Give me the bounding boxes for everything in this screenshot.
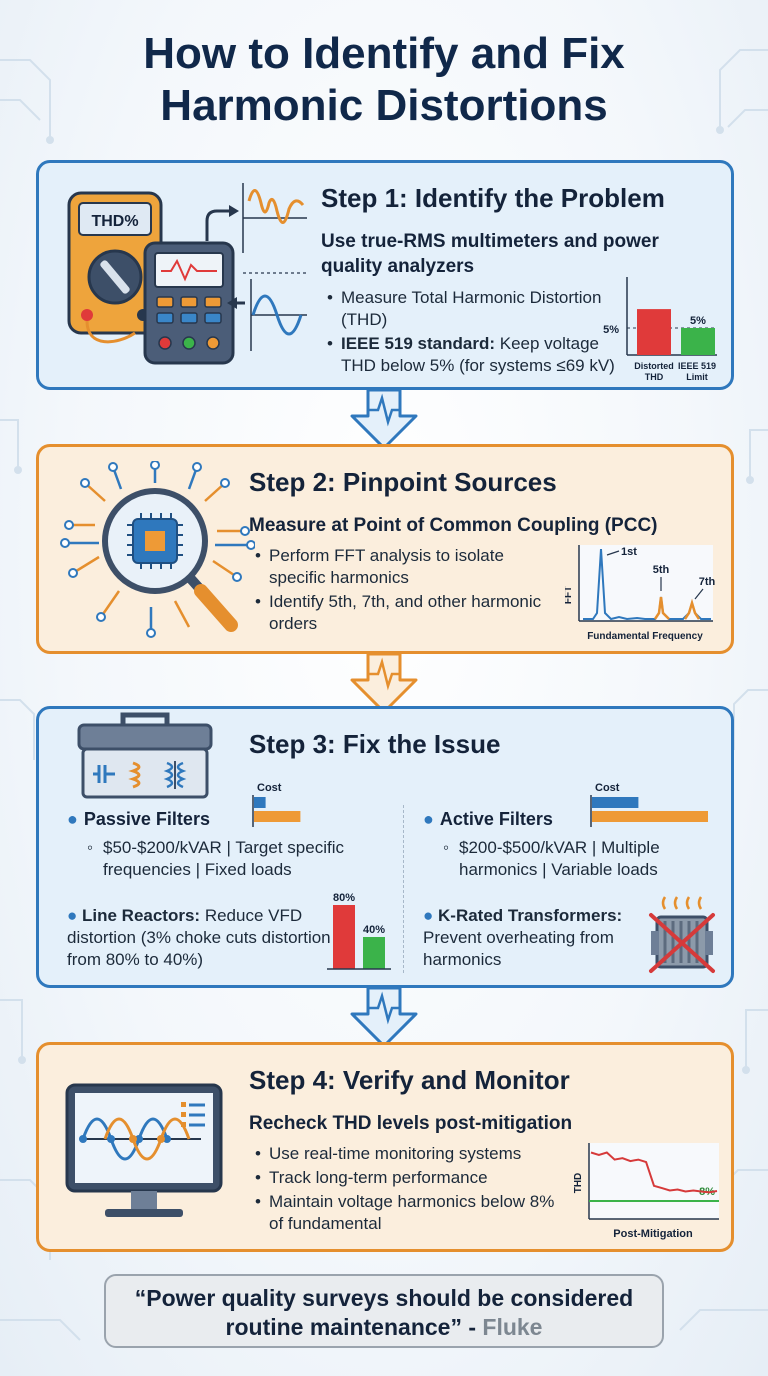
active-cost-chart: Cost — [590, 782, 708, 827]
step-2-bullet-2: Identify 5th, 7th, and other harmonic or… — [255, 591, 555, 635]
passive-filters-text: Passive Filters — [83, 809, 210, 829]
vfd-bar-1 — [333, 905, 355, 969]
step-2-bullet-1: Perform FFT analysis to isolate specific… — [255, 545, 555, 589]
page-title: How to Identify and Fix Harmonic Distort… — [0, 28, 768, 132]
reactor-detail: Reduce VFD distortion (3% choke cuts dis… — [67, 906, 331, 969]
ieee-detail: Keep voltage THD below 5% (for systems ≤… — [341, 334, 615, 375]
thd-bar-2 — [681, 328, 715, 355]
step-connector-arrow-3 — [350, 986, 418, 1048]
passive-cost-chart: Cost — [252, 782, 301, 827]
thd-bar-value-2: 5% — [690, 315, 706, 327]
fft-x-label: Fundamental Frequency — [587, 631, 703, 642]
passive-cost-bar-2 — [254, 811, 301, 822]
fft-peak-7: 7th — [699, 576, 715, 588]
fft-y-label: FFT — [565, 586, 574, 604]
post-x-label: Post-Mitigation — [613, 1228, 693, 1240]
title-line-1: How to Identify and Fix — [143, 29, 625, 78]
active-filters-detail: $200-$500/kVAR | Multiple harmonics | Va… — [443, 837, 733, 881]
step-1-bullet-1: Measure Total Harmonic Distortion (THD) — [327, 287, 617, 331]
step-4-bullet-3: Maintain voltage harmonics below 8% of f… — [255, 1191, 565, 1235]
vfd-bar-value-2: 40% — [363, 924, 385, 936]
step-connector-arrow-2 — [350, 652, 418, 714]
krated-detail: Prevent overheating from harmonics — [423, 928, 614, 969]
active-cost-title: Cost — [595, 782, 620, 794]
step-1-subhead: Use true-RMS multimeters and power quali… — [321, 231, 659, 277]
krated-label: K-Rated Transformers: — [438, 906, 623, 925]
quote-dash: - — [461, 1314, 483, 1340]
vfd-reduction-chart: 80% 40% — [327, 892, 391, 970]
magnifier-chip-icon — [60, 461, 255, 638]
meter-thd-label: THD% — [91, 213, 138, 230]
step-3-title: Step 3: Fix the Issue — [249, 729, 501, 759]
transformer-crossed-icon — [649, 896, 715, 973]
active-bullet-icon: ● — [423, 809, 434, 829]
active-cost-bar-2 — [592, 811, 708, 822]
step-1-title: Step 1: Identify the Problem — [321, 183, 665, 213]
post-y-label: THD — [573, 1173, 584, 1194]
meter-analyzer-icon: THD% — [67, 183, 307, 365]
reactor-label: Line Reactors: — [82, 906, 201, 925]
toolbox-icon — [77, 712, 213, 799]
fft-chart: FFT 1st 5th 7th Fundamental Frequency — [565, 545, 715, 642]
active-filters-text: Active Filters — [439, 809, 553, 829]
quote-source: Fluke — [482, 1314, 543, 1340]
quote-text: “Power quality surveys should be conside… — [134, 1285, 634, 1340]
vfd-bar-2 — [363, 937, 385, 969]
thd-bar-1 — [637, 309, 671, 355]
step-3-divider — [403, 805, 404, 973]
k-rated-text: ● K-Rated Transformers: Prevent overheat… — [423, 905, 663, 971]
active-filters-label: ●Active Filters — [423, 809, 553, 830]
step-4-bullet-2: Track long-term performance — [255, 1167, 565, 1189]
thd-trend-line — [590, 1151, 718, 1194]
step-2-bullets: Perform FFT analysis to isolate specific… — [255, 545, 555, 637]
step-1-bullets: Measure Total Harmonic Distortion (THD) … — [327, 287, 617, 379]
fft-peak-5: 5th — [653, 564, 670, 576]
step-4-bullets: Use real-time monitoring systems Track l… — [255, 1143, 565, 1237]
step-2-title: Step 2: Pinpoint Sources — [249, 467, 557, 497]
ieee-label: IEEE 519 standard: — [341, 334, 496, 353]
step-4-card: Step 4: Verify and Monitor Recheck THD l… — [36, 1042, 734, 1252]
step-3-card: Step 3: Fix the Issue ●Passive Filters C… — [36, 706, 734, 988]
monitor-icon — [65, 1083, 223, 1217]
thd-reference-label: 5% — [603, 324, 619, 336]
step-2-card: Step 2: Pinpoint Sources Measure at Poin… — [36, 444, 734, 654]
step-4-bullet-1: Use real-time monitoring systems — [255, 1143, 565, 1165]
step-connector-arrow-1 — [350, 388, 418, 450]
krated-bullet-icon: ● — [423, 906, 438, 925]
title-line-2: Harmonic Distortions — [160, 81, 608, 130]
step-1-bullet-2: IEEE 519 standard: Keep voltage THD belo… — [327, 333, 617, 377]
active-cost-bar-1 — [592, 797, 639, 808]
step-4-title: Step 4: Verify and Monitor — [249, 1065, 570, 1095]
passive-cost-title: Cost — [257, 782, 282, 794]
step-1-card: THD% Step 1: Identify the Problem Use tr… — [36, 160, 734, 390]
passive-cost-bar-1 — [254, 797, 266, 808]
passive-filters-detail: $50-$200/kVAR | Target specific frequenc… — [87, 837, 387, 881]
quote-box: “Power quality surveys should be conside… — [104, 1274, 664, 1348]
post-mitigation-chart: THD 8% Post-Mitigation — [573, 1143, 719, 1240]
passive-filters-label: ●Passive Filters — [67, 809, 210, 830]
fft-peak-1: 1st — [621, 546, 637, 558]
passive-bullet-icon: ● — [67, 809, 78, 829]
step-4-subhead: Recheck THD levels post-mitigation — [249, 1113, 573, 1134]
step-2-subhead: Measure at Point of Common Coupling (PCC… — [249, 515, 658, 536]
vfd-bar-value-1: 80% — [333, 892, 355, 904]
reactor-bullet-icon: ● — [67, 906, 82, 925]
line-reactors-text: ● Line Reactors: Reduce VFD distortion (… — [67, 905, 351, 971]
